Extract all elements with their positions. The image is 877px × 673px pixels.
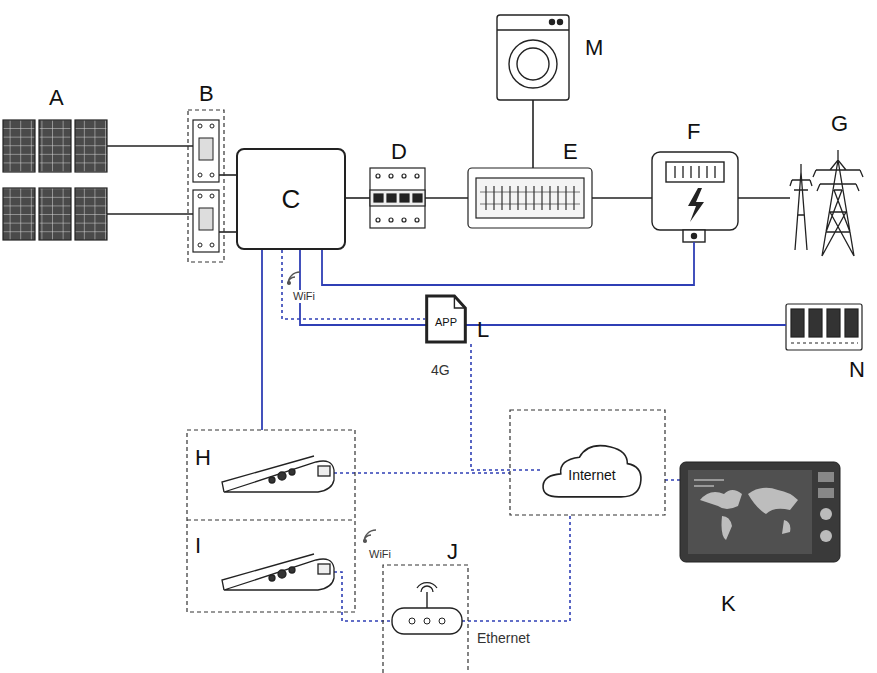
internet-region [510,410,665,515]
node-text: Internet [568,458,615,482]
router [383,565,468,673]
link-label: WiFi [292,290,316,303]
wifi-symbol [288,272,376,542]
callout-letter: I [194,534,202,558]
wireless-link [471,344,540,470]
callout-letter: G [830,112,849,136]
solar-panels [3,120,107,240]
smart-dongles [187,430,355,612]
callout-letter: K [720,592,737,616]
callout-letter: D [390,140,408,164]
callout-letter: A [48,86,65,110]
comm-wires [262,242,786,430]
app-icon: APP [425,294,467,344]
callout-letter: L [476,318,490,342]
distribution-box [468,168,592,228]
callout-letter: N [848,358,866,382]
monitoring-screen [680,462,840,562]
node-text: C [282,186,301,212]
link-label: WiFi [368,548,392,561]
node-text: APP [435,311,457,328]
callout-letter: E [562,140,579,164]
inverter-box: C [236,148,346,250]
callout-letter: B [198,82,215,106]
battery-pack [786,304,862,350]
link-label: Ethernet [476,630,531,646]
washing-machine [497,15,569,100]
power-pylons [790,150,863,256]
wireless-link [282,250,425,319]
callout-letter: M [584,36,604,60]
callout-letter: J [446,540,459,564]
electricity-meter [652,152,738,242]
ac-breaker [370,168,425,228]
dc-switches [188,110,224,262]
callout-letter: H [194,446,212,470]
callout-letter: F [686,120,701,144]
internet-cloud: Internet [540,438,644,502]
link-label: 4G [430,362,451,378]
